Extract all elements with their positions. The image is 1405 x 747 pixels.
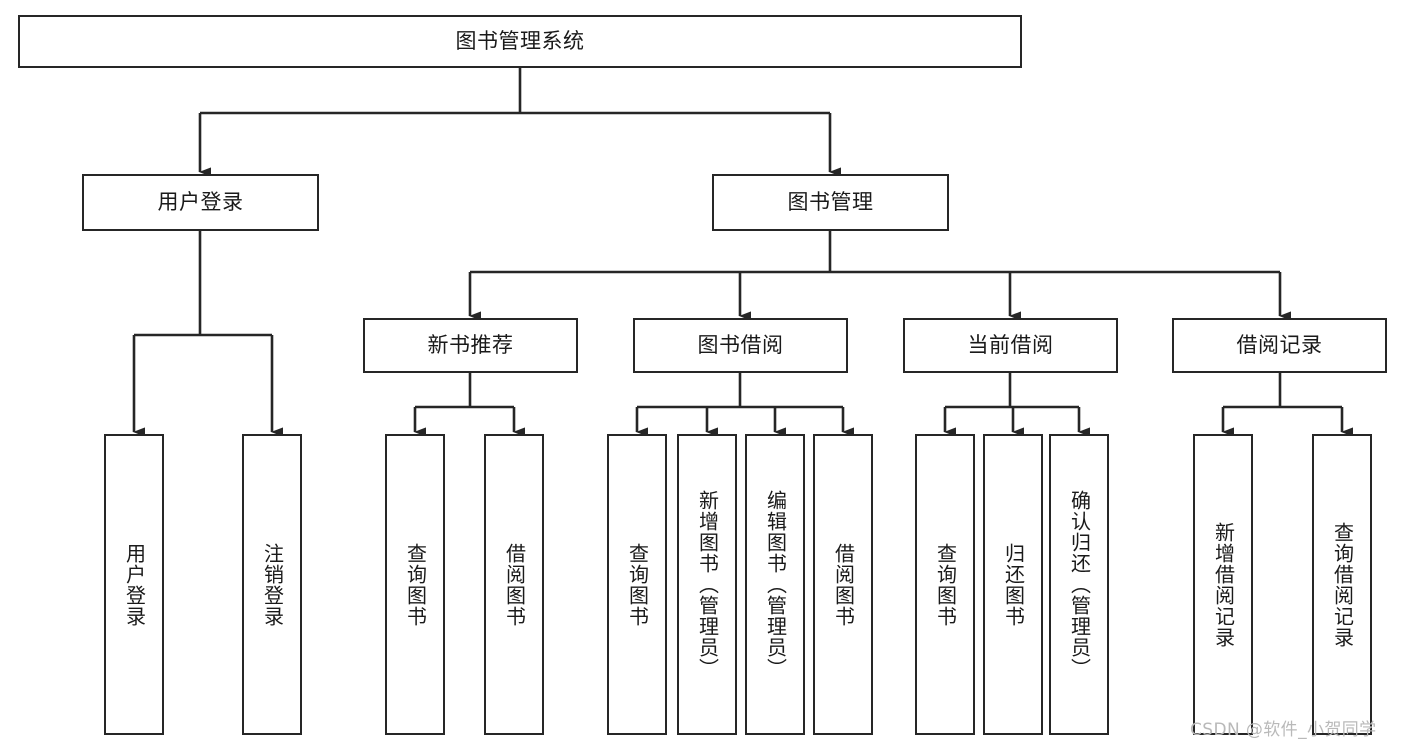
node-leaf-query-book-3-label: 查询图书	[933, 542, 958, 627]
node-leaf-add-record-label: 新增借阅记录	[1211, 521, 1236, 648]
node-leaf-query-book-3[interactable]: 查询图书	[915, 434, 975, 735]
connector-group-current-borrow	[943, 373, 1090, 437]
node-leaf-add-book-label: 新增图书（管理员）	[695, 490, 720, 679]
node-new-book-recommend-label: 新书推荐	[427, 332, 514, 357]
connector-group-borrow-record	[1221, 373, 1353, 437]
node-leaf-query-record[interactable]: 查询借阅记录	[1312, 434, 1372, 735]
node-book-management[interactable]: 图书管理	[712, 174, 949, 231]
node-leaf-confirm-return-label: 确认归还（管理员）	[1067, 490, 1092, 679]
node-borrow-record-label: 借阅记录	[1236, 332, 1323, 357]
node-leaf-query-book-2[interactable]: 查询图书	[607, 434, 667, 735]
node-leaf-add-record[interactable]: 新增借阅记录	[1193, 434, 1253, 735]
node-borrow-record[interactable]: 借阅记录	[1172, 318, 1387, 373]
node-user-login-label: 用户登录	[157, 189, 244, 214]
node-current-borrow[interactable]: 当前借阅	[903, 318, 1118, 373]
node-leaf-user-login[interactable]: 用户登录	[104, 434, 164, 735]
csdn-watermark: CSDN @软件_小贺同学	[1190, 720, 1377, 740]
node-leaf-return-book[interactable]: 归还图书	[983, 434, 1043, 735]
connector-group-user-login	[132, 231, 283, 437]
node-leaf-borrow-book-1[interactable]: 借阅图书	[484, 434, 544, 735]
node-leaf-borrow-book-2-label: 借阅图书	[831, 542, 856, 627]
connector-group-root	[198, 68, 841, 177]
node-leaf-logout[interactable]: 注销登录	[242, 434, 302, 735]
node-leaf-query-book-1[interactable]: 查询图书	[385, 434, 445, 735]
node-leaf-return-book-label: 归还图书	[1001, 542, 1026, 627]
node-user-login[interactable]: 用户登录	[82, 174, 319, 231]
connector-group-new-book-recommend	[413, 373, 525, 437]
node-leaf-edit-book-label: 编辑图书（管理员）	[763, 490, 788, 679]
node-leaf-query-book-2-label: 查询图书	[625, 542, 650, 627]
node-new-book-recommend[interactable]: 新书推荐	[363, 318, 578, 373]
node-root-label: 图书管理系统	[455, 28, 585, 53]
node-leaf-add-book[interactable]: 新增图书（管理员）	[677, 434, 737, 735]
node-book-borrow[interactable]: 图书借阅	[633, 318, 848, 373]
node-leaf-logout-label: 注销登录	[260, 542, 285, 627]
node-book-borrow-label: 图书借阅	[697, 332, 784, 357]
node-leaf-query-book-1-label: 查询图书	[403, 542, 428, 627]
node-leaf-user-login-label: 用户登录	[122, 542, 147, 627]
node-leaf-confirm-return[interactable]: 确认归还（管理员）	[1049, 434, 1109, 735]
node-root[interactable]: 图书管理系统	[18, 15, 1022, 68]
connector-group-book-borrow	[635, 373, 854, 437]
node-leaf-borrow-book-1-label: 借阅图书	[502, 542, 527, 627]
node-leaf-borrow-book-2[interactable]: 借阅图书	[813, 434, 873, 735]
node-leaf-query-record-label: 查询借阅记录	[1330, 521, 1355, 648]
node-book-management-label: 图书管理	[787, 189, 874, 214]
node-current-borrow-label: 当前借阅	[967, 332, 1054, 357]
connector-group-book-management	[468, 231, 1291, 321]
node-leaf-edit-book[interactable]: 编辑图书（管理员）	[745, 434, 805, 735]
